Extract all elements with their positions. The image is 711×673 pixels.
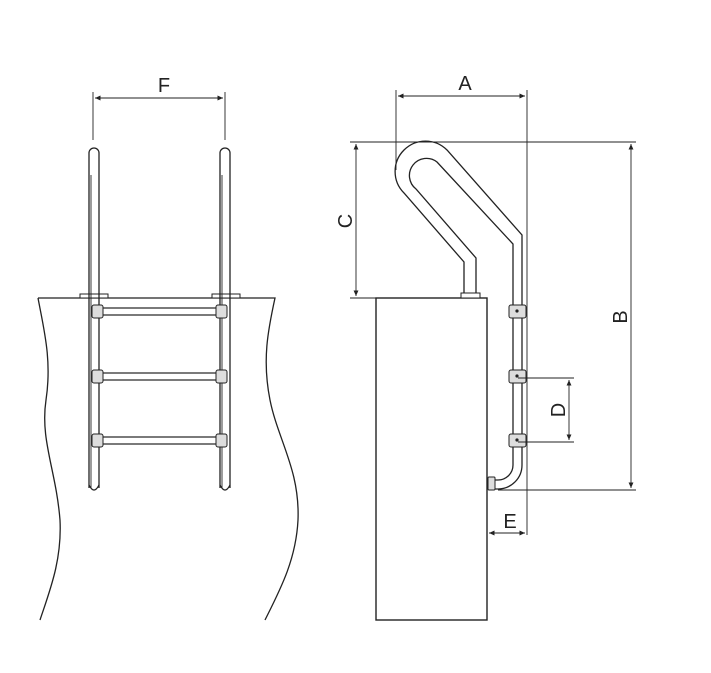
dimension-f: F — [92, 75, 226, 140]
left-flange — [79, 293, 109, 299]
front-step-1 — [91, 304, 228, 319]
dimension-c-label: C — [335, 214, 357, 228]
right-rail-foot — [219, 484, 231, 491]
side-deck-mount — [460, 292, 481, 299]
left-rail-foot — [88, 484, 100, 491]
dimension-c: C — [335, 141, 636, 299]
front-step-2 — [91, 369, 228, 384]
dimension-a: A — [395, 73, 528, 535]
dimension-f-label: F — [158, 75, 170, 97]
left-handrail — [88, 147, 100, 488]
dimension-d: D — [518, 377, 574, 443]
side-pool-wall — [375, 297, 488, 621]
dimension-d-label: D — [548, 403, 570, 417]
dimension-e: E — [486, 500, 525, 540]
side-step-bracket-2 — [508, 369, 527, 384]
side-wall-bumper — [487, 476, 496, 491]
dimension-a-label: A — [458, 73, 472, 95]
side-step-bracket-3 — [508, 433, 527, 448]
side-view: A C B D E — [335, 73, 636, 621]
front-step-3 — [91, 433, 228, 448]
front-wall-outline — [37, 297, 299, 621]
dimension-b: B — [498, 144, 636, 491]
front-view: F — [37, 75, 299, 621]
dimension-e-label: E — [503, 511, 516, 533]
side-step-bracket-1 — [508, 304, 527, 319]
right-handrail — [219, 147, 231, 488]
right-flange — [211, 293, 241, 299]
dimension-b-label: B — [610, 310, 632, 323]
